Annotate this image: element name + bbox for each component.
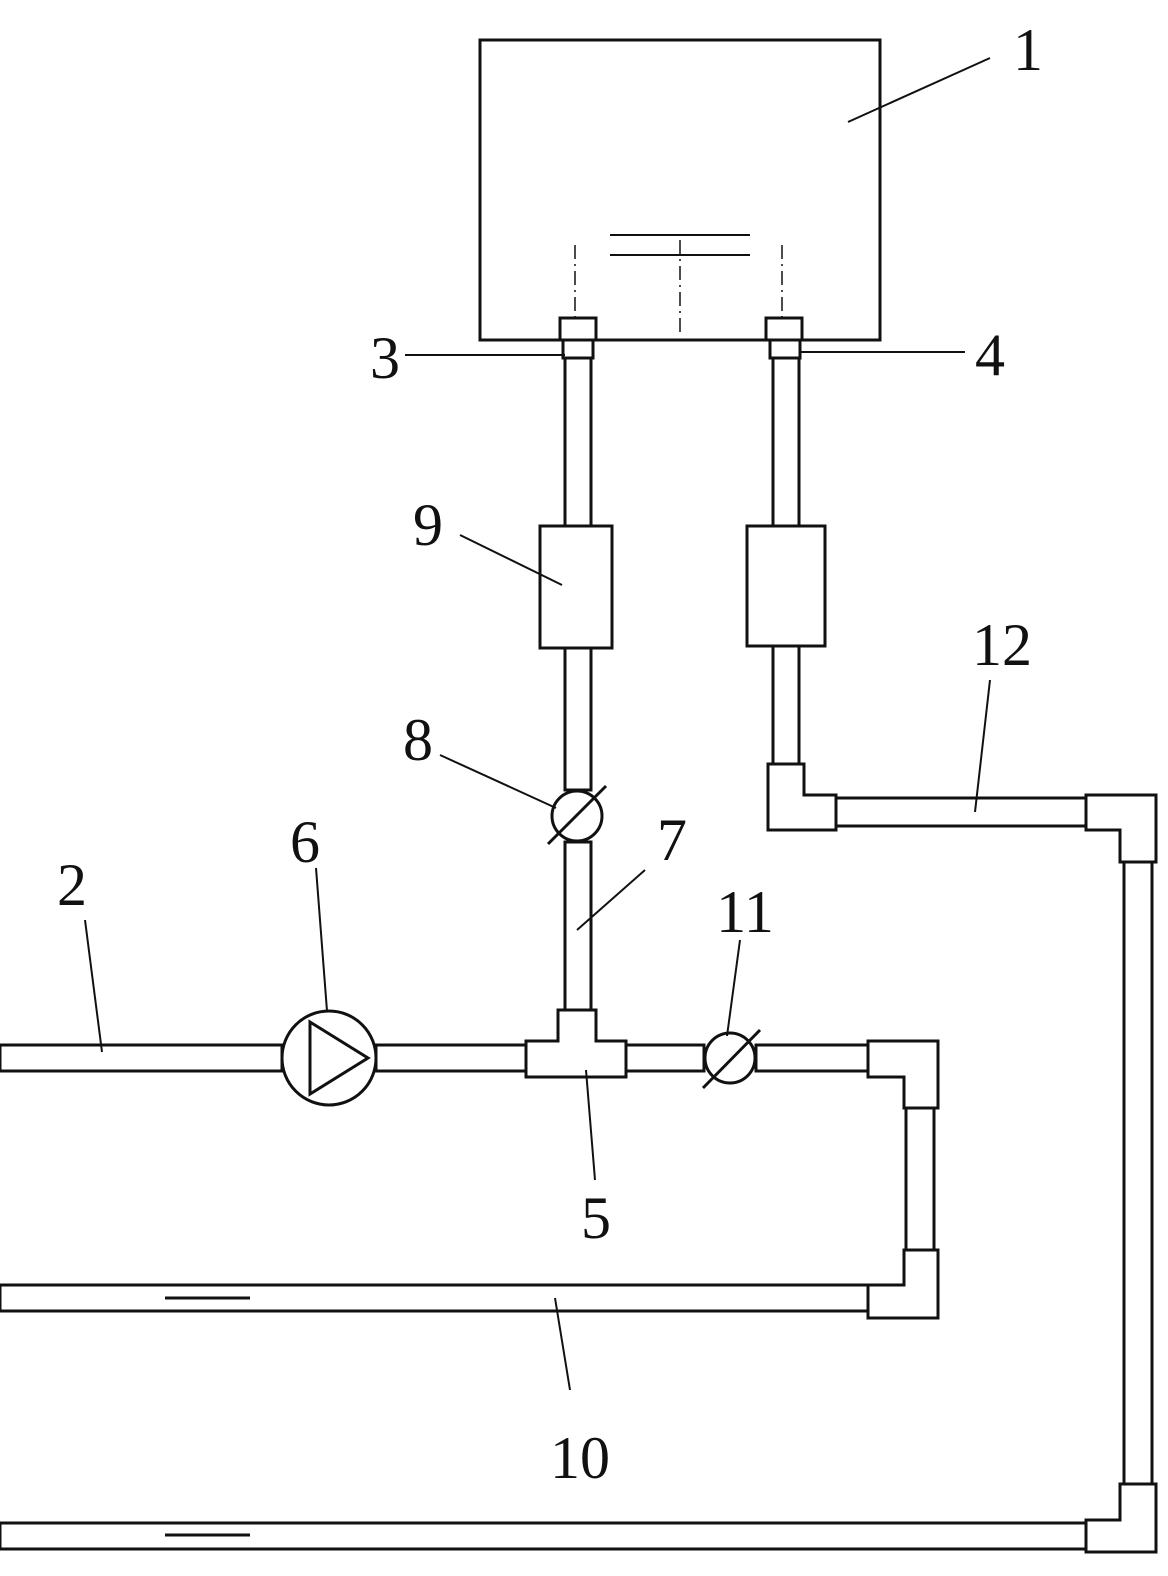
- label-3: 3: [370, 325, 400, 391]
- outlet-connector-right: [764, 316, 804, 360]
- outlet-connector-left: [558, 316, 598, 360]
- label-11: 11: [716, 879, 774, 945]
- label-4: 4: [975, 322, 1005, 388]
- elbow-bottom-right: [1084, 1482, 1158, 1554]
- inlet-pipe: [0, 1043, 284, 1073]
- valve-lower: [701, 1028, 762, 1090]
- label-2: 2: [57, 852, 87, 918]
- return-line-12: [0, 762, 1158, 1554]
- label-6: 6: [290, 809, 320, 875]
- return-pipe: [0, 1283, 870, 1313]
- valve-upper: [546, 784, 608, 846]
- right-vertical-pipe: [745, 356, 827, 768]
- label-9: 9: [413, 492, 443, 558]
- label-1: 1: [1013, 17, 1043, 83]
- left-vertical-pipe: [538, 356, 614, 1012]
- tank: [478, 38, 882, 342]
- bottom-outlet-pipe: [0, 1521, 1088, 1551]
- elbow-top-right: [1084, 793, 1158, 864]
- label-12: 12: [972, 612, 1032, 678]
- filter-right: [745, 524, 827, 648]
- filter-left: [538, 524, 614, 650]
- elbow-mid-top: [866, 1039, 940, 1110]
- label-5: 5: [581, 1185, 611, 1251]
- label-10: 10: [550, 1425, 610, 1491]
- elbow-top-left: [766, 762, 838, 832]
- return-loop-10: [0, 1039, 940, 1320]
- label-7: 7: [657, 807, 687, 873]
- elbow-mid-bottom: [866, 1248, 940, 1320]
- tank-body: [478, 38, 882, 342]
- tee-fitting: [524, 1008, 628, 1079]
- label-8: 8: [403, 707, 433, 773]
- pump: [280, 1009, 378, 1107]
- leader-lines: [84, 57, 991, 1391]
